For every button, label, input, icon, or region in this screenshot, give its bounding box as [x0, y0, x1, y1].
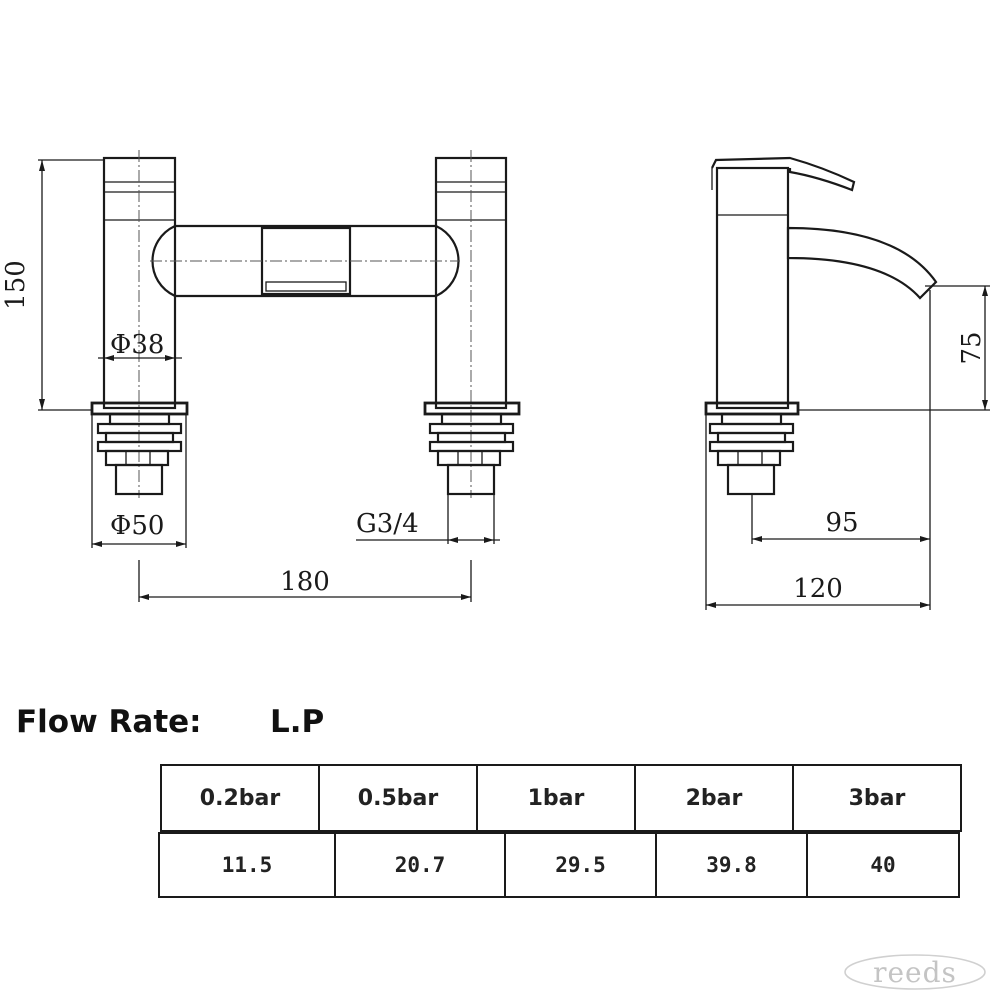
centres-dimension: 180 — [138, 560, 472, 602]
table-value-cell: 39.8 — [655, 832, 808, 898]
base-diameter-dimension: Φ50 — [91, 414, 187, 548]
table-value-cell: 20.7 — [334, 832, 506, 898]
table-value-cell: 11.5 — [158, 832, 336, 898]
height-label: 150 — [1, 260, 31, 310]
side-view: 75 95 120 — [704, 156, 990, 610]
left-fixing-kit — [90, 401, 189, 496]
table-value-cell: 29.5 — [504, 832, 657, 898]
table-header-cell: 3bar — [792, 764, 962, 832]
watermark-text: reeds — [873, 955, 957, 989]
technical-drawing: 150 Φ38 Φ50 G3/4 — [1, 150, 990, 610]
thread-dimension: G3/4 — [356, 494, 500, 544]
side-body — [715, 166, 790, 410]
flow-rate-unit: L.P — [270, 704, 325, 740]
reeds-watermark: reeds — [842, 952, 988, 992]
depth-label: 120 — [793, 574, 843, 604]
side-fixing-kit — [704, 401, 800, 496]
body-diameter-label: Φ38 — [110, 330, 164, 360]
height-dimension: 150 — [1, 159, 104, 411]
reach-dimension: 95 — [751, 290, 931, 610]
right-fixing-kit — [423, 401, 521, 496]
front-view: 150 Φ38 Φ50 G3/4 — [1, 150, 521, 602]
flow-rate-title: Flow Rate: — [16, 704, 202, 740]
spout-height-label: 75 — [957, 331, 987, 364]
centres-label: 180 — [280, 567, 330, 597]
thread-label: G3/4 — [356, 509, 419, 539]
table-value-cell: 40 — [806, 832, 960, 898]
side-spout — [786, 226, 938, 300]
table-header-cell: 0.5bar — [318, 764, 478, 832]
body-diameter-dimension: Φ38 — [98, 330, 182, 361]
spout-height-dimension: 75 — [798, 285, 990, 411]
table-header-cell: 0.2bar — [160, 764, 320, 832]
table-header-cell: 2bar — [634, 764, 794, 832]
lever-handle — [711, 156, 856, 192]
depth-dimension: 120 — [705, 414, 930, 610]
reach-label: 95 — [825, 508, 858, 538]
base-diameter-label: Φ50 — [110, 511, 164, 541]
table-header-cell: 1bar — [476, 764, 636, 832]
